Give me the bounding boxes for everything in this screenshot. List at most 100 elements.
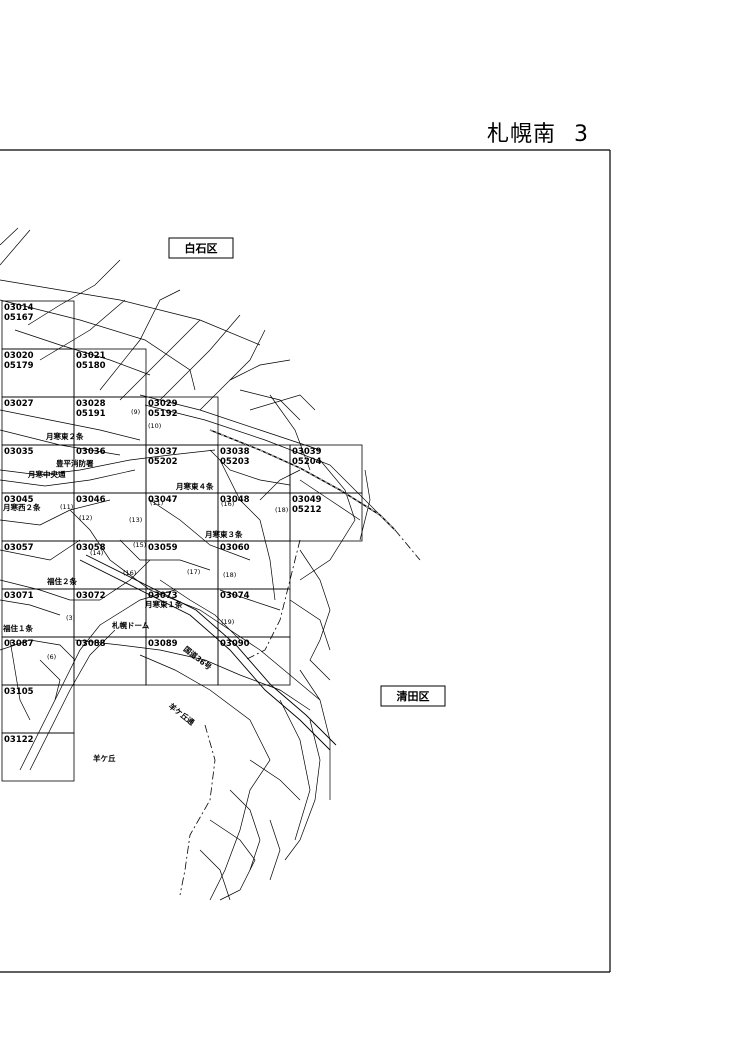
- ward-label-box: [380, 685, 446, 707]
- place-label: 月寒西２条: [2, 502, 41, 512]
- mesh-code: 03021: [76, 351, 106, 361]
- grid-cell-border: [217, 636, 291, 686]
- place-label: 札幌ドーム: [111, 620, 150, 630]
- mesh-code: 03037: [148, 447, 178, 457]
- section-number: (13): [129, 516, 142, 524]
- mesh-code: 03027: [4, 399, 34, 409]
- mesh-code: 05167: [4, 313, 34, 323]
- road-label: 羊ケ丘通: [167, 701, 197, 728]
- mesh-code: 03035: [4, 447, 34, 457]
- ward-label: 清田区: [380, 685, 446, 707]
- mesh-code: 03036: [76, 447, 106, 457]
- place-label: 福住１条: [2, 623, 33, 633]
- ward-label-box: [168, 237, 234, 259]
- mesh-code: 03049: [292, 495, 322, 505]
- mesh-code: 05180: [76, 361, 106, 371]
- mesh-code: 03057: [4, 543, 34, 553]
- grid-cell[interactable]: 03087: [1, 636, 75, 686]
- mesh-code: 05204: [292, 457, 322, 467]
- section-number: (6): [47, 653, 56, 661]
- mesh-code: 03028: [76, 399, 106, 409]
- section-number: (18): [275, 506, 288, 514]
- section-number: (16): [221, 500, 234, 508]
- section-number: (11): [150, 499, 163, 507]
- mesh-code: 03045: [4, 495, 34, 505]
- grid-cell[interactable]: 03059: [145, 540, 219, 590]
- grid-cell[interactable]: 03045: [1, 492, 75, 542]
- national-route-36: [79, 554, 337, 751]
- street-network: [0, 227, 396, 901]
- grid-cell[interactable]: 03060: [217, 540, 291, 590]
- grid-cell[interactable]: 03090: [217, 636, 291, 686]
- mesh-code: 03029: [148, 399, 178, 409]
- mesh-code: 03020: [4, 351, 34, 361]
- mesh-code: 03074: [220, 591, 250, 601]
- grid-cell-border: [289, 492, 363, 542]
- mesh-code: 03105: [4, 687, 34, 697]
- ward-name: 白石区: [185, 241, 218, 255]
- mesh-code: 05212: [292, 505, 322, 515]
- section-number: (15): [133, 541, 146, 549]
- section-number: (19): [221, 618, 234, 626]
- mesh-code: 03039: [292, 447, 322, 457]
- mesh-code: 05191: [76, 409, 106, 419]
- section-number: (10): [148, 422, 161, 430]
- mesh-code: 03090: [220, 639, 250, 649]
- mesh-code: 03072: [76, 591, 106, 601]
- place-label: 羊ケ丘: [93, 753, 116, 763]
- road-label: 国道36号: [182, 644, 215, 672]
- mesh-code: 03060: [220, 543, 250, 553]
- place-label: 豊平消防署: [56, 458, 94, 468]
- ward-label: 白石区: [168, 237, 234, 259]
- ward-name: 清田区: [397, 689, 430, 703]
- grid-cell[interactable]: 03105: [1, 684, 75, 734]
- grid-cell[interactable]: 03035: [1, 444, 75, 494]
- page-title: 札幌南 3: [487, 116, 589, 148]
- grid-cell-border: [1, 732, 75, 782]
- place-label: 福住２条: [46, 576, 77, 586]
- place-label: 月寒中央通: [27, 469, 66, 479]
- section-number: (3): [66, 614, 75, 622]
- map-area-name: 札幌南: [487, 122, 557, 147]
- mesh-code: 03048: [220, 495, 250, 505]
- mesh-code: 05202: [148, 457, 178, 467]
- section-number: (12): [79, 514, 92, 522]
- place-label: 月寒東４条: [175, 481, 214, 491]
- railway: [209, 429, 396, 531]
- section-number: (18): [223, 571, 236, 579]
- mesh-code: 03073: [148, 591, 178, 601]
- section-number: (16): [123, 569, 136, 577]
- place-label: 月寒東２条: [45, 431, 84, 441]
- page-number: 3: [574, 122, 590, 147]
- mesh-code: 03047: [148, 495, 178, 505]
- mesh-code: 03059: [148, 543, 178, 553]
- mesh-code: 03058: [76, 543, 106, 553]
- section-number: (14): [90, 549, 103, 557]
- mesh-code: 03087: [4, 639, 34, 649]
- ward-boundary: [179, 529, 421, 896]
- mesh-code: 03071: [4, 591, 34, 601]
- section-number: (11): [60, 503, 73, 511]
- mesh-code: 05179: [4, 361, 34, 371]
- place-label: 月寒東３条: [204, 529, 243, 539]
- mesh-code: 03046: [76, 495, 106, 505]
- mesh-code: 03038: [220, 447, 250, 457]
- mesh-code: 05192: [148, 409, 178, 419]
- mesh-code: 03122: [4, 735, 34, 745]
- mesh-code: 03088: [76, 639, 106, 649]
- grid-cell[interactable]: 03074: [217, 588, 291, 638]
- grid-cell[interactable]: 03122: [1, 732, 75, 782]
- mesh-code: 05203: [220, 457, 250, 467]
- place-label: 月寒東１条: [144, 599, 183, 609]
- section-number: (17): [187, 568, 200, 576]
- mesh-code: 03014: [4, 303, 34, 313]
- section-number: (9): [131, 408, 140, 416]
